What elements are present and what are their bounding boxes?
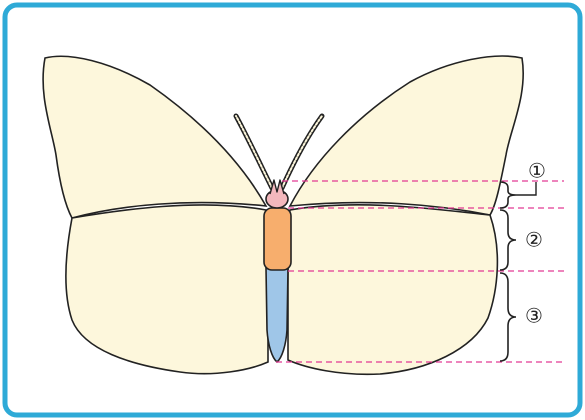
label-thorax: ② [525, 228, 543, 252]
left-hindwing [65, 204, 269, 375]
bracket-abdomen [499, 272, 517, 362]
right-forewing [288, 55, 524, 216]
label-abdomen: ③ [525, 304, 543, 328]
abdomen [265, 267, 289, 364]
bracket-head-leader [516, 182, 537, 196]
thorax [263, 207, 292, 271]
left-antenna-inner [235, 115, 273, 189]
left-forewing [42, 55, 268, 219]
bracket-thorax [499, 209, 517, 271]
label-head: ① [528, 159, 546, 183]
right-hindwing [287, 204, 499, 376]
head-palps [269, 179, 285, 195]
